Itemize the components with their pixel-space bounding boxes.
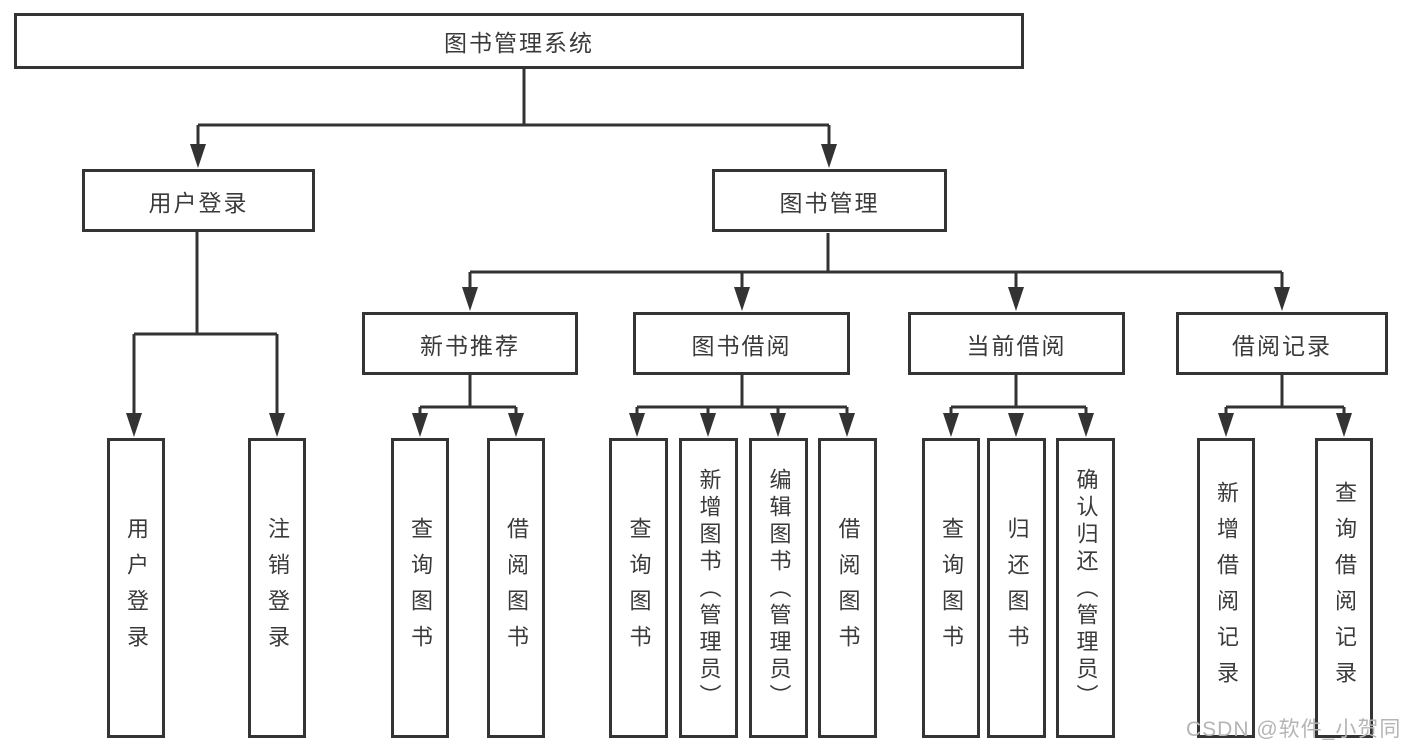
- node-new-book-recommend: 新书推荐: [362, 312, 578, 375]
- tree-edges: [132, 69, 1346, 418]
- node-nb-borrow-book: 借阅图书: [487, 438, 545, 738]
- node-borrow-record: 借阅记录: [1176, 312, 1388, 375]
- watermark-text: CSDN @软件_小贺同学: [1186, 718, 1402, 741]
- node-leaf-user-login: 用户登录: [107, 438, 165, 738]
- node-book-borrow: 图书借阅: [633, 312, 850, 375]
- node-br-add-record: 新增借阅记录: [1197, 438, 1255, 738]
- node-bb-add-book: 新增图书（管理员）: [679, 438, 738, 738]
- node-nb-query-book: 查询图书: [391, 438, 449, 738]
- node-cb-query-book: 查询图书: [922, 438, 980, 738]
- node-user-login: 用户登录: [82, 169, 315, 232]
- node-bb-query-book: 查询图书: [609, 438, 668, 738]
- node-bb-borrow-book: 借阅图书: [818, 438, 877, 738]
- node-br-query-record: 查询借阅记录: [1315, 438, 1373, 738]
- node-system-root: 图书管理系统: [14, 13, 1024, 69]
- node-cb-confirm-return: 确认归还（管理员）: [1056, 438, 1115, 738]
- node-current-borrow: 当前借阅: [908, 312, 1125, 375]
- node-leaf-logout: 注销登录: [248, 438, 306, 738]
- node-bb-edit-book: 编辑图书（管理员）: [749, 438, 808, 738]
- node-cb-return-book: 归还图书: [987, 438, 1046, 738]
- node-book-management: 图书管理: [712, 169, 947, 232]
- arrowheads: [126, 144, 1352, 437]
